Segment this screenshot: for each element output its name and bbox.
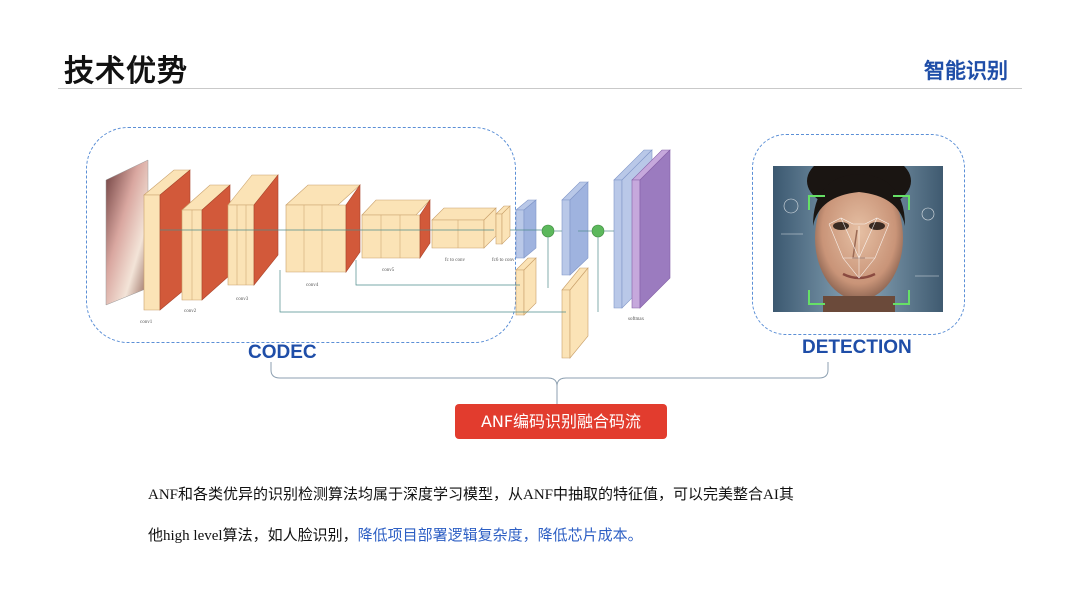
codec-region-outline — [86, 127, 516, 343]
codec-label: CODEC — [248, 342, 317, 363]
description-highlight: 降低项目部署逻辑复杂度，降低芯片成本。 — [357, 528, 643, 544]
layer-label-conv3: conv3 — [236, 297, 249, 302]
layer-label-conv2: conv2 — [184, 309, 197, 314]
fc-to-conv-block — [431, 207, 497, 249]
skip-block-2 — [561, 267, 589, 359]
skip-block-1 — [515, 257, 537, 316]
input-image — [105, 159, 149, 306]
description-line-1: ANF和各类优异的识别检测算法均属于深度学习模型，从ANF中抽取的特征值，可以完… — [148, 487, 794, 503]
merge-bracket — [270, 362, 829, 404]
description-line-2: 他high level算法，如人脸识别，降低项目部署逻辑复杂度，降低芯片成本。 — [148, 524, 643, 545]
deconv-block-2 — [561, 181, 589, 276]
face-detection-image — [773, 166, 943, 312]
layer-label-conv4: conv4 — [306, 283, 319, 288]
detection-frame — [808, 195, 910, 305]
deconv-block-1 — [515, 199, 537, 259]
face-mesh — [828, 217, 890, 279]
fusion-node-2 — [591, 224, 605, 238]
layer-label-softmax: softmax — [628, 317, 645, 322]
layer-label-conv5: conv5 — [382, 268, 395, 273]
layer-label-fc: fc to conv — [445, 258, 465, 263]
cnn-architecture-diagram: conv1 conv2 conv3 conv4 conv5 fc to conv… — [105, 149, 671, 359]
fusion-node-1 — [541, 224, 555, 238]
conv5-block — [361, 199, 431, 259]
detection-region-outline — [752, 134, 965, 335]
fusion-stream-badge: ANF编码识别融合码流 — [455, 404, 667, 439]
layer-label-fc6: fc6 to conv — [492, 258, 515, 263]
flow-arrows — [160, 229, 614, 313]
conv4-block — [285, 184, 361, 273]
softmax-block — [631, 149, 671, 309]
section-tag: 智能识别 — [924, 59, 1008, 83]
header-divider — [58, 88, 1022, 89]
fc6-block — [495, 205, 511, 245]
description-line-2-text: 他high level算法，如人脸识别， — [148, 528, 358, 544]
layer-label-conv1: conv1 — [140, 320, 153, 325]
conv2-block — [181, 184, 231, 301]
hud-overlay — [781, 198, 939, 277]
detection-label: DETECTION — [802, 337, 912, 358]
page-title: 技术优势 — [64, 54, 188, 89]
